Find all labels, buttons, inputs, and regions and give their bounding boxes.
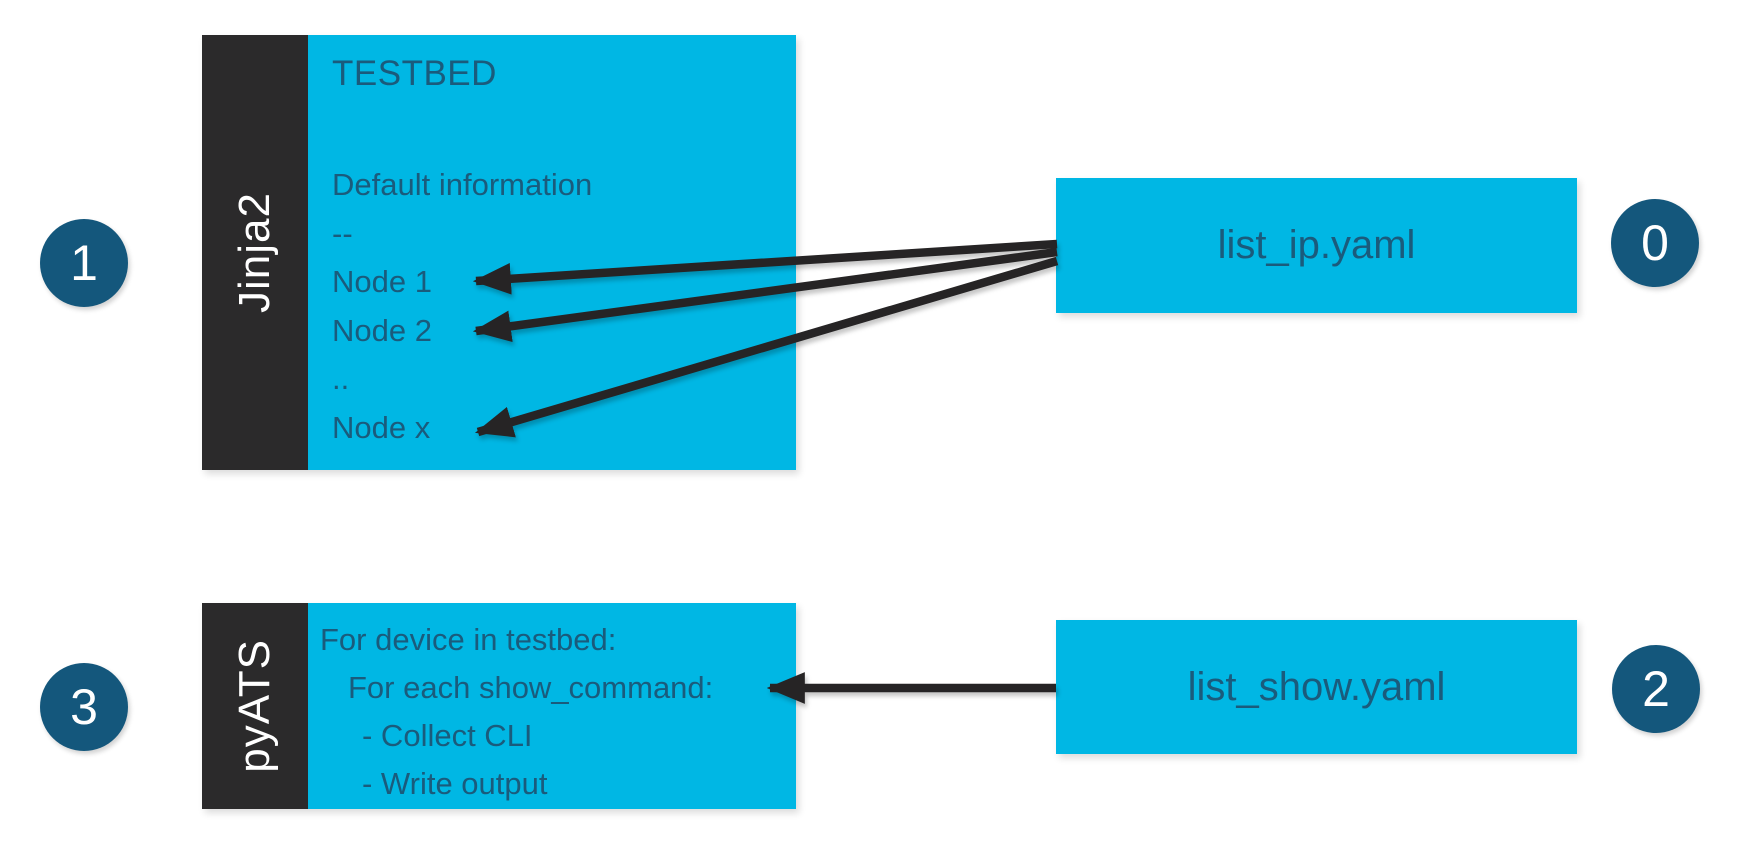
pyats-sidebar: pyATS: [202, 603, 308, 809]
pyats-line-collect-cli: - Collect CLI: [362, 718, 533, 753]
list-ip-yaml-box: list_ip.yaml: [1056, 178, 1577, 313]
jinja2-sidebar: Jinja2: [202, 35, 308, 470]
list-ip-yaml-label: list_ip.yaml: [1217, 223, 1416, 267]
pyats-sidebar-label: pyATS: [230, 639, 279, 773]
testbed-body: TESTBED Default information -- Node 1 No…: [308, 35, 796, 470]
pyats-block: pyATS For device in testbed: For each sh…: [202, 603, 796, 809]
testbed-line-dashes: --: [332, 215, 353, 251]
jinja2-sidebar-label: Jinja2: [230, 192, 279, 313]
pyats-body: For device in testbed: For each show_com…: [308, 603, 796, 809]
testbed-spacer: [332, 99, 786, 161]
step-badge-1: 1: [40, 219, 128, 307]
pyats-line-write-output: - Write output: [362, 766, 548, 801]
testbed-line-default-information: Default information: [332, 167, 593, 202]
testbed-line-dots: ..: [332, 361, 350, 396]
pyats-line-for-device: For device in testbed:: [320, 622, 617, 657]
testbed-title: TESTBED: [332, 54, 497, 93]
pyats-line-for-each-show-command: For each show_command:: [348, 670, 714, 705]
list-show-yaml-box: list_show.yaml: [1056, 620, 1577, 754]
step-badge-2: 2: [1612, 645, 1700, 733]
testbed-line-node-1: Node 1: [332, 264, 432, 299]
list-show-yaml-label: list_show.yaml: [1187, 664, 1446, 709]
testbed-line-node-x: Node x: [332, 409, 431, 445]
step-badge-0: 0: [1611, 199, 1699, 287]
testbed-line-node-2: Node 2: [332, 312, 432, 348]
step-badge-3: 3: [40, 663, 128, 751]
jinja2-testbed-block: Jinja2 TESTBED Default information -- No…: [202, 35, 796, 470]
